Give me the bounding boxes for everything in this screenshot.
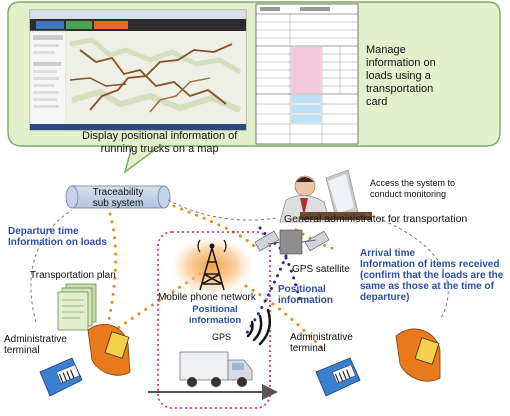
traceability-database <box>65 185 171 209</box>
gps-satellite-label: GPS satellite <box>292 264 350 275</box>
positional-info-center: Positional information <box>188 304 242 326</box>
gps-label: GPS <box>212 332 232 342</box>
transportation-card <box>255 3 359 145</box>
antenna-tower-icon <box>197 239 227 291</box>
truck-icon <box>179 351 253 387</box>
traceability-label: Traceability sub system <box>92 187 144 209</box>
left-handheld-terminal-icon <box>39 324 131 397</box>
network-glow <box>170 236 254 296</box>
navy-flow-satellite-truck <box>244 254 288 336</box>
mobile-network-label: Mobile phone network <box>158 292 256 303</box>
monitoring-note: Access the system to conduct monitoring <box>370 178 456 199</box>
right-handheld-terminal-icon <box>315 328 441 397</box>
card-caption: Manage information on loads using a tran… <box>366 44 436 108</box>
map-caption: Display positional information of runnin… <box>82 130 238 155</box>
dashed-link-right <box>365 213 449 321</box>
map-screenshot <box>29 9 247 131</box>
orange-flow-tower-right <box>244 284 324 350</box>
transportation-plan-label: Transportation plan <box>30 270 116 281</box>
signal-waves-icon <box>246 308 271 346</box>
dashed-link-admin <box>167 199 277 221</box>
arrival-label: Arrival time Information of items receiv… <box>360 248 504 303</box>
transportation-plan-papers-icon <box>57 283 97 331</box>
departure-label: Departure time Information on loads <box>8 226 107 248</box>
gps-satellite-icon <box>254 229 330 255</box>
right-terminal-label: Administrative terminal <box>290 332 353 354</box>
dashed-link-left <box>30 209 73 323</box>
positional-info-right: Positional information <box>278 284 333 306</box>
navy-flow-satellite-right <box>284 256 302 302</box>
orange-flow-admin <box>172 204 256 248</box>
left-terminal-label: Administrative terminal <box>4 334 67 356</box>
administrator-figure <box>279 169 372 223</box>
network-zone-box <box>157 231 271 409</box>
general-administrator-label: General administrator for transportation <box>284 213 468 225</box>
